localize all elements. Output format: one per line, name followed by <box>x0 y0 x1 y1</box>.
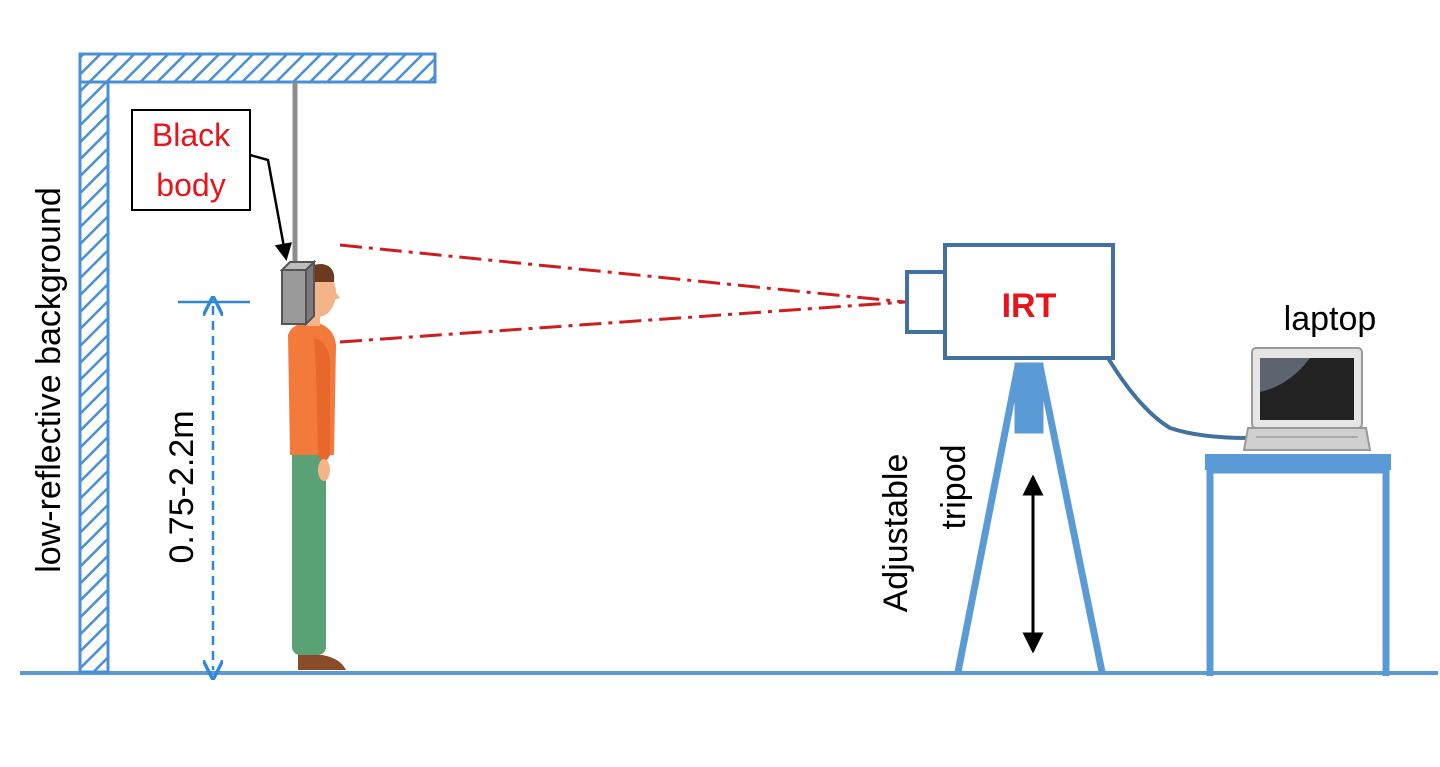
irt-camera: IRT <box>905 243 1115 360</box>
person-legs <box>292 445 326 655</box>
laptop-label: laptop <box>1284 300 1377 338</box>
camera-laptop-cable <box>1106 356 1249 440</box>
wall-label: low-reflective background <box>30 187 68 573</box>
blackbody-label-box: Black body <box>131 109 251 211</box>
blackbody-label-line1: Black <box>152 117 231 153</box>
camera-body <box>943 243 1115 360</box>
height-dimension <box>178 302 250 670</box>
camera-label: IRT <box>1002 287 1057 325</box>
low-reflective-wall <box>78 52 437 674</box>
blackbody-label-line2: body <box>156 167 225 203</box>
tripod-label-line2: tripod <box>935 444 973 529</box>
blackbody-pointer-arrow <box>249 153 292 261</box>
blackbody-device <box>279 259 317 327</box>
field-of-view-beams <box>339 243 906 344</box>
laptop-table <box>1205 454 1391 676</box>
tripod-label-line1: Adjustable <box>877 454 915 613</box>
adjustable-tripod <box>954 362 1106 673</box>
height-label: 0.75-2.2m <box>163 410 201 563</box>
person-shoe <box>298 655 346 670</box>
laptop <box>1242 347 1372 451</box>
camera-lens <box>905 270 947 334</box>
